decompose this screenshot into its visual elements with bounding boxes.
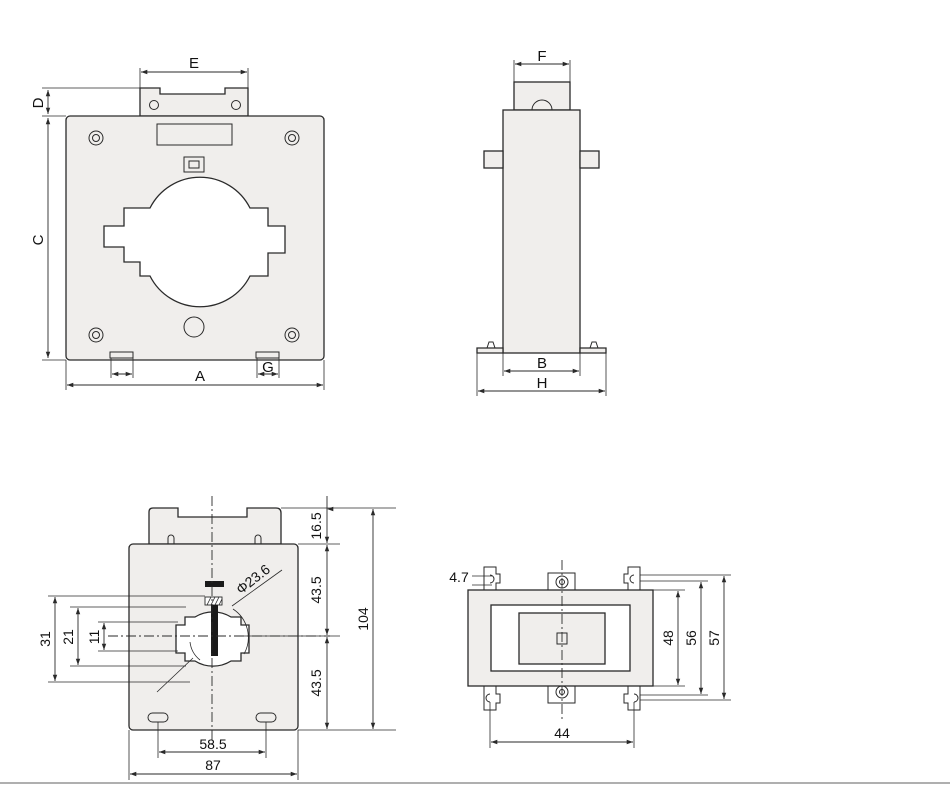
dim-104: 104 (355, 607, 371, 631)
dim-56: 56 (683, 630, 699, 646)
dim-87: 87 (205, 757, 221, 773)
dim-43-5-lower: 43.5 (308, 669, 324, 696)
label-H: H (537, 375, 548, 392)
dim-44: 44 (554, 725, 570, 741)
label-B: B (537, 355, 547, 372)
dim-43-5-upper: 43.5 (308, 576, 324, 603)
dim-4-7: 4.7 (449, 569, 469, 585)
dim-11: 11 (86, 630, 102, 645)
label-G: G (262, 359, 274, 376)
label-D: D (30, 97, 47, 108)
label-E: E (189, 55, 199, 72)
label-A: A (195, 368, 205, 385)
bottom-view (467, 560, 654, 722)
dim-48: 48 (660, 630, 676, 646)
side-view (476, 81, 607, 354)
dim-57: 57 (706, 630, 722, 646)
front-view-dimensions: E D C G A (30, 55, 325, 390)
dimensioned-front-dimensions: 16.5 43.5 43.5 104 Φ23.6 31 21 11 (37, 496, 396, 780)
front-window (103, 176, 286, 308)
side-view-dimensions: F B H (476, 48, 607, 396)
dim-21: 21 (60, 629, 76, 645)
front-view (65, 87, 325, 361)
side-body (502, 109, 581, 354)
label-F: F (537, 48, 546, 65)
label-C: C (30, 234, 47, 245)
dimensioned-front-view (108, 496, 330, 745)
bottom-view-dimensions: 4.7 48 56 57 44 (449, 569, 731, 748)
dim-58-5: 58.5 (199, 736, 226, 752)
dim-31: 31 (37, 631, 53, 647)
dim-16-5: 16.5 (308, 512, 324, 539)
